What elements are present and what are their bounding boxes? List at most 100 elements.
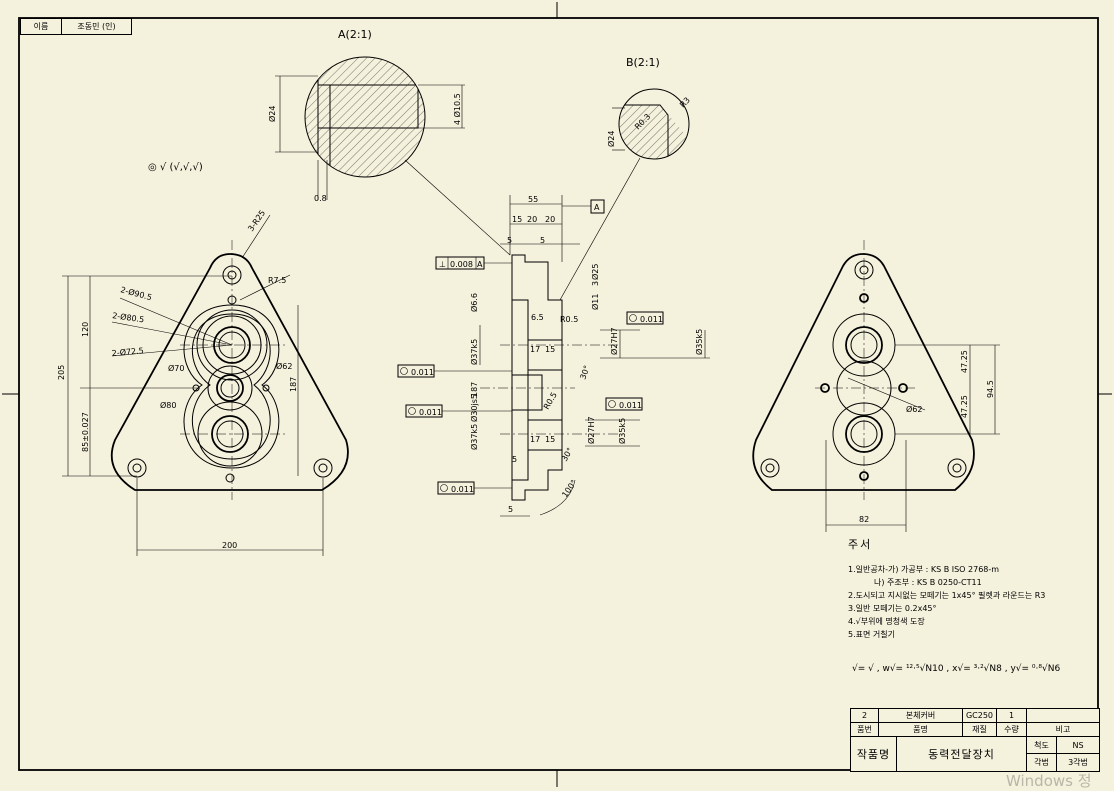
dim-55: 55 — [528, 195, 538, 204]
rear-view: 47.25 47.25 94.5 Ø62 82 — [752, 240, 1000, 532]
dim-5b: 5 — [540, 236, 545, 245]
notes-section: 주서 1.일반공차-가) 가공부 : KS B ISO 2768-m 나) 주조… — [848, 538, 1098, 676]
datum-a: A — [594, 203, 600, 212]
dim-d6-6: Ø6.6 — [469, 293, 479, 312]
dim-0-8: 0.8 — [314, 194, 327, 203]
notes-title: 주서 — [848, 538, 873, 551]
dim-187: 187 — [289, 377, 298, 392]
dim-d70: Ø70 — [168, 363, 184, 373]
dim-d80-5: 2-Ø80.5 — [112, 310, 145, 324]
dim-5-bottom: 5 — [508, 505, 513, 514]
dim-47-25-a: 47.25 — [960, 350, 969, 373]
dim-5a: 5 — [507, 236, 512, 245]
tol-011-b: 0.011 — [411, 368, 434, 377]
dim-17-a: 17 — [530, 345, 540, 354]
dim-d11: Ø11 — [590, 294, 600, 310]
tb-project-label: 작품명 — [851, 737, 897, 771]
dim-d25: Ø25 — [590, 264, 600, 280]
dim-d35k5-b: Ø35k5 — [617, 418, 627, 444]
front-view: 205 120 85±0.027 187 200 3-R25 R7.5 2-Ø9… — [57, 209, 349, 556]
windows-watermark: Windows 정 — [1006, 772, 1092, 790]
dim-d24-a: Ø24 — [267, 106, 277, 122]
tb-h-quantity: 수량 — [997, 723, 1027, 737]
detail-b-label: B(2:1) — [626, 56, 660, 69]
name-value: 조동민 (인) — [77, 22, 116, 31]
dim-r3: R3 — [678, 96, 692, 110]
tb-part-no: 2 — [851, 709, 879, 723]
dim-r0-5-a: R0.5 — [560, 315, 578, 324]
tb-part-name: 본체커버 — [879, 709, 963, 723]
note-line-4: 3.일반 모떼기는 0.2x45° — [848, 604, 937, 613]
tb-material: GC250 — [963, 709, 997, 723]
dim-r25: 3-R25 — [246, 209, 267, 234]
dim-82: 82 — [859, 515, 869, 524]
dim-d27h7-b: Ø27H7 — [586, 416, 596, 444]
dim-r7-5: R7.5 — [268, 276, 286, 285]
detail-a-view: A(2:1) Ø24 4 Ø10.5 0.8 — [267, 28, 511, 256]
dim-d30js5: Ø30js5 — [469, 394, 479, 422]
dim-200: 200 — [222, 541, 237, 550]
tb-scale-value: NS — [1057, 737, 1099, 754]
dim-d10-5: 4 Ø10.5 — [452, 93, 462, 125]
note-line-1: 1.일반공차-가) 가공부 : KS B ISO 2768-m — [848, 565, 1000, 574]
dim-94-5: 94.5 — [986, 380, 995, 398]
note-line-6: 5.표면 거칠기 — [848, 630, 895, 639]
dim-d72-5: 2-Ø72.5 — [111, 345, 144, 358]
note-line-5: 4.√부위에 명청색 도장 — [848, 617, 925, 626]
note-line-3: 2.도시되고 지시없는 모떼기는 1x45° 필렛과 라운드는 R3 — [848, 591, 1046, 600]
tol-datum-a: A — [477, 260, 483, 269]
dim-d35k5-a: Ø35k5 — [694, 329, 704, 355]
dim-d62-rear: Ø62 — [906, 404, 922, 414]
dim-120: 120 — [81, 322, 90, 337]
tol-0-008: 0.008 — [450, 260, 473, 269]
note-line-2: 나) 주조부 : KS B 0250-CT11 — [874, 578, 982, 587]
tol-perp-symbol: ⊥ — [439, 260, 446, 269]
name-label: 이름 — [21, 19, 62, 34]
dim-30-a: 30° — [578, 364, 591, 380]
title-block: 2 본체커버 GC250 1 품번 품명 재질 수량 비고 작품명 동력전달장치… — [850, 708, 1100, 772]
dim-3: 3 — [591, 281, 600, 286]
dim-6-5: 6.5 — [531, 313, 544, 322]
name-box: 이름 조동민 (인) — [20, 18, 132, 35]
dim-85: 85±0.027 — [81, 412, 90, 452]
dim-205: 205 — [57, 365, 66, 380]
tol-011-d: 0.011 — [619, 401, 642, 410]
detail-a-label: A(2:1) — [338, 28, 372, 41]
detail-b-view: B(2:1) Ø24 R0.3 R3 — [559, 56, 692, 301]
section-view: 55 A 15 20 20 5 5 ⊥ 0.008 A Ø6.6 Ø11 3 Ø… — [397, 195, 710, 517]
dim-20a: 20 — [527, 215, 537, 224]
roughness-legend: √= √ , w√= ¹²·⁵√N10 , x√= ³·²√N8 , y√= ⁰… — [852, 664, 1061, 674]
dim-15-b: 15 — [545, 435, 555, 444]
dim-d62: Ø62 — [276, 361, 292, 371]
tol-011-a: 0.011 — [640, 315, 663, 324]
tb-quantity: 1 — [997, 709, 1027, 723]
dim-47-25-b: 47.25 — [960, 395, 969, 418]
dim-17-b: 17 — [530, 435, 540, 444]
tb-h-material: 재질 — [963, 723, 997, 737]
tb-scale-label: 척도 — [1027, 737, 1057, 754]
dim-15-a: 15 — [545, 345, 555, 354]
dim-100: 100° — [560, 478, 578, 499]
dim-d90-5: 2-Ø90.5 — [119, 284, 153, 302]
dim-d80: Ø80 — [160, 400, 176, 410]
tol-011-e: 0.011 — [451, 485, 474, 494]
tb-remark — [1027, 709, 1099, 723]
dim-d27h7-a: Ø27H7 — [609, 327, 619, 355]
dim-15: 15 — [512, 215, 522, 224]
dim-187-sec: 187 — [470, 382, 479, 397]
tb-h-part-no: 품번 — [851, 723, 879, 737]
dim-15-c: 5 — [512, 455, 517, 464]
tb-h-remark: 비고 — [1027, 723, 1099, 737]
dim-20b: 20 — [545, 215, 555, 224]
dim-d24-b: Ø24 — [606, 131, 616, 147]
dim-d37k5-a: Ø37k5 — [469, 339, 479, 365]
tb-h-part-name: 품명 — [879, 723, 963, 737]
dim-d37k5-b: Ø37k5 — [469, 424, 479, 450]
dim-r0-5-b: R0.5 — [542, 391, 559, 411]
surface-finish-symbol: ◎ √ (√,√,√) — [148, 162, 203, 173]
tb-angle-label: 각법 — [1027, 754, 1057, 771]
tb-project-name: 동력전달장치 — [897, 737, 1027, 771]
tol-011-c: 0.011 — [419, 408, 442, 417]
